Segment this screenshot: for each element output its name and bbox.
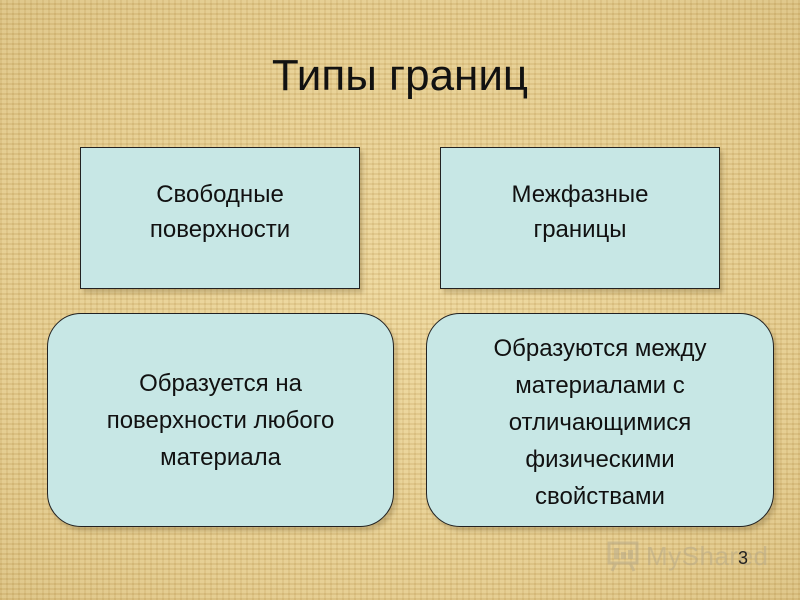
free-surfaces-box: Свободные поверхности: [80, 147, 360, 289]
free-surfaces-description: Образуется на поверхности любого материа…: [106, 369, 335, 471]
interphase-boundaries-label: Межфазные границы: [511, 181, 649, 243]
interphase-boundaries-box: Межфазные границы: [440, 147, 720, 289]
free-surfaces-description-box: Образуется на поверхности любого материа…: [47, 313, 394, 527]
slide-number: 3: [738, 548, 749, 568]
slide-title: Типы границ: [271, 51, 529, 100]
watermark: MyShared: [606, 536, 769, 576]
presentation-board-icon: [606, 539, 640, 573]
interphase-boundaries-description-box: Образуются между материалами с отличающи…: [426, 313, 774, 527]
free-surfaces-label: Свободные поверхности: [149, 181, 291, 243]
interphase-boundaries-description: Образуются между материалами с отличающи…: [493, 334, 707, 510]
watermark-text: MyShared: [646, 540, 769, 571]
